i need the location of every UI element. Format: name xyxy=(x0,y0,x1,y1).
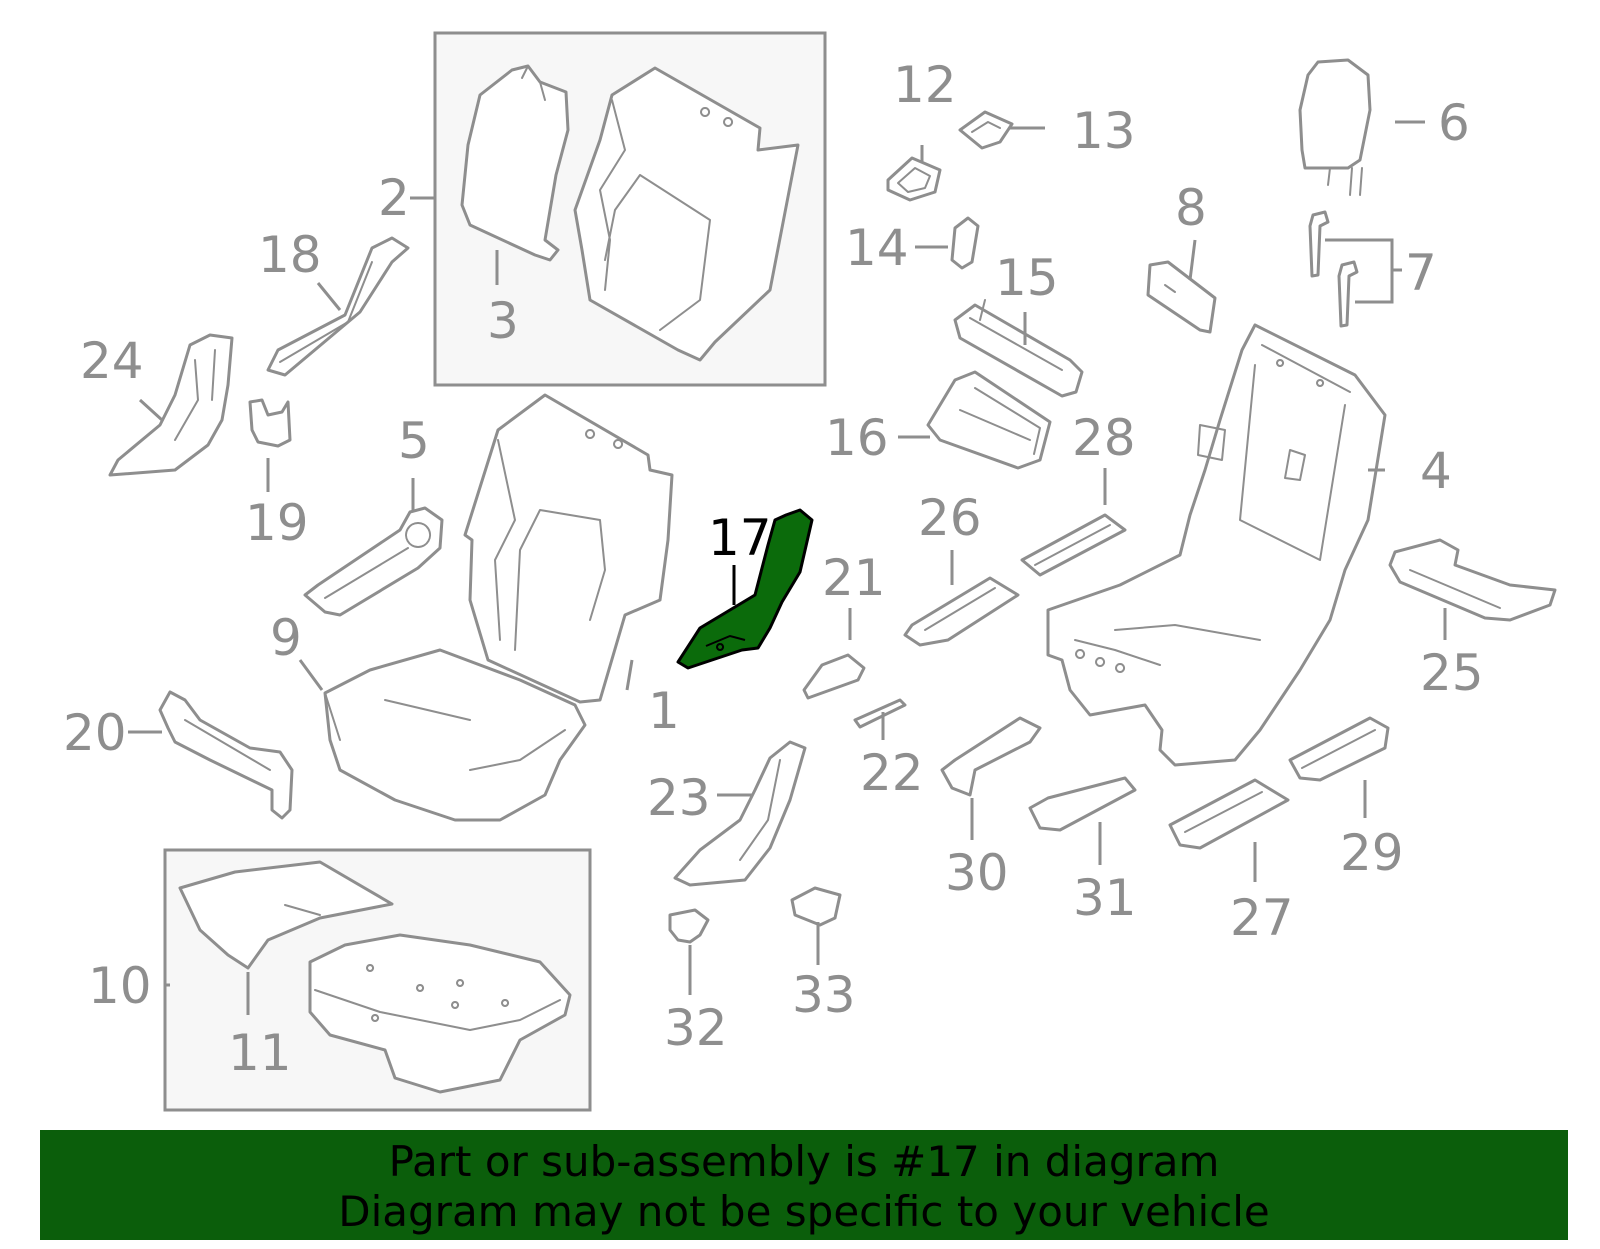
part-18-trim xyxy=(266,236,410,377)
callout-7: 7 xyxy=(1405,244,1437,302)
part-24-cover xyxy=(108,333,234,477)
callout-30: 30 xyxy=(945,844,1009,902)
callout-32: 32 xyxy=(664,999,728,1057)
callout-27: 27 xyxy=(1230,889,1294,947)
callout-22: 22 xyxy=(860,744,924,802)
part-11-pad xyxy=(178,860,394,970)
callout-11: 11 xyxy=(228,1024,292,1082)
part-15-rail xyxy=(953,299,1084,398)
part-17-highlighted[interactable] xyxy=(676,508,814,670)
callout-28: 28 xyxy=(1072,409,1136,467)
callout-21: 21 xyxy=(822,549,886,607)
part-16-housing xyxy=(926,370,1052,470)
part-4-seat-frame xyxy=(1046,323,1387,767)
part-20-bracket xyxy=(158,690,294,820)
callout-16: 16 xyxy=(825,409,889,467)
part-1-seatback xyxy=(463,393,674,704)
callout-33: 33 xyxy=(792,966,856,1024)
part-7-headrest-guides xyxy=(1308,210,1359,328)
part-8-bracket xyxy=(1146,260,1217,334)
callout-3: 3 xyxy=(487,292,519,350)
info-banner: Part or sub-assembly is #17 in diagram D… xyxy=(40,1130,1568,1240)
part-5-armrest xyxy=(303,506,444,617)
part-28-trim xyxy=(1020,513,1127,577)
callout-1: 1 xyxy=(648,682,680,740)
part-14-bracket xyxy=(950,216,980,270)
part-33-clip xyxy=(790,886,842,927)
part-29-cover xyxy=(1288,716,1390,782)
part-2-seatback-pad xyxy=(573,66,800,362)
part-13-clip xyxy=(958,110,1014,150)
callout-4: 4 xyxy=(1420,442,1452,500)
callout-labels: 1 2 3 4 5 6 7 8 9 10 11 12 13 14 15 16 1… xyxy=(63,56,1484,1082)
part-12-switch xyxy=(886,156,942,202)
callout-8: 8 xyxy=(1175,179,1207,237)
callout-9: 9 xyxy=(270,609,302,667)
callout-31: 31 xyxy=(1073,869,1137,927)
callout-23: 23 xyxy=(647,769,711,827)
part-25-bracket xyxy=(1388,538,1557,622)
callout-26: 26 xyxy=(918,489,982,547)
callout-17: 17 xyxy=(708,509,772,567)
banner-line-2: Diagram may not be specific to your vehi… xyxy=(338,1187,1270,1236)
part-31-cover xyxy=(1028,776,1137,832)
part-10-cushion-foam xyxy=(308,933,572,1094)
callout-5: 5 xyxy=(398,412,430,470)
callout-25: 25 xyxy=(1420,644,1484,702)
part-26-cover xyxy=(903,576,1020,647)
part-6-headrest xyxy=(1298,58,1372,196)
banner-background xyxy=(40,1130,1568,1240)
part-30-cover xyxy=(940,716,1042,797)
callout-13: 13 xyxy=(1072,102,1136,160)
callout-29: 29 xyxy=(1340,824,1404,882)
callout-15: 15 xyxy=(995,249,1059,307)
part-32-clip xyxy=(668,908,710,944)
part-27-cover xyxy=(1168,778,1290,850)
callout-12: 12 xyxy=(893,56,957,114)
leader-lines xyxy=(128,120,1447,1015)
part-22-pin xyxy=(853,698,907,729)
part-3-back-panel xyxy=(460,64,570,262)
callout-10: 10 xyxy=(88,957,152,1015)
part-9-cushion xyxy=(323,648,587,822)
part-19-clip xyxy=(248,398,292,448)
callout-19: 19 xyxy=(245,494,309,552)
callout-2: 2 xyxy=(378,169,410,227)
callout-20: 20 xyxy=(63,704,127,762)
callout-24: 24 xyxy=(80,332,144,390)
part-23-trim xyxy=(673,740,807,887)
callout-14: 14 xyxy=(845,219,909,277)
callout-18: 18 xyxy=(258,226,322,284)
banner-line-1: Part or sub-assembly is #17 in diagram xyxy=(388,1137,1220,1186)
callout-6: 6 xyxy=(1438,94,1470,152)
part-21-cover xyxy=(802,653,866,700)
